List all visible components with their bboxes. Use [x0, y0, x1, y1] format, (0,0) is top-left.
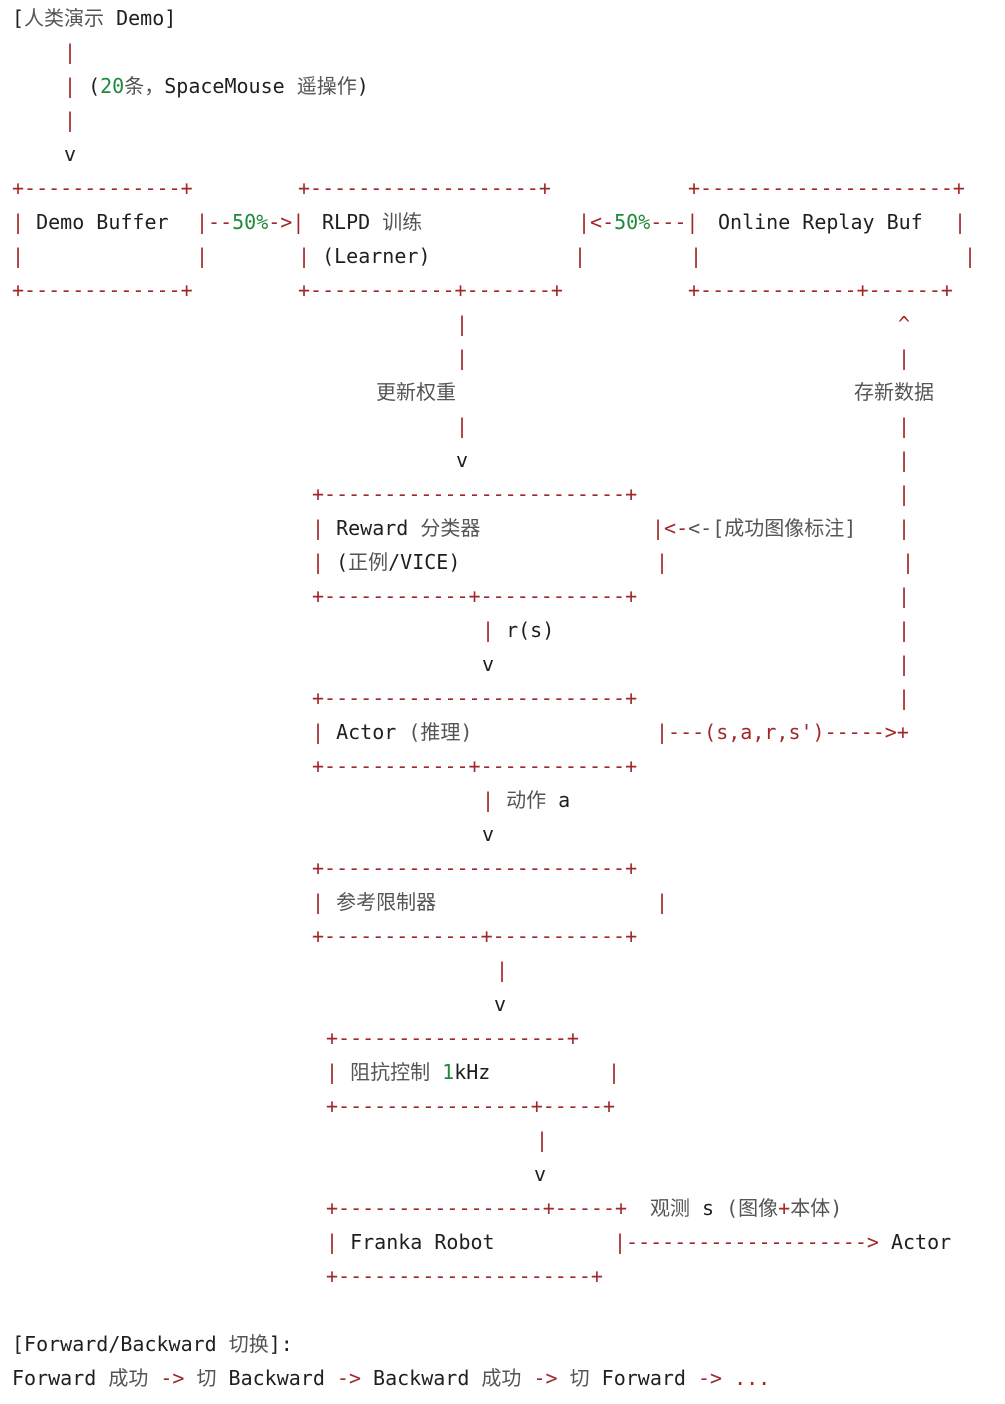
arrow-down: v	[456, 448, 469, 472]
box-edge: |	[608, 1060, 621, 1084]
bar: |	[496, 958, 509, 982]
bar: |	[902, 550, 915, 574]
box-edge: |	[12, 244, 25, 268]
arrow-down: v	[64, 142, 77, 166]
success-annotation: |<-<-[成功图像标注]	[652, 516, 857, 540]
arrow-down: v	[494, 992, 507, 1016]
footer-title: [Forward/Backward 切换]:	[12, 1332, 293, 1356]
impedance-bottom: +----------------+-----+	[326, 1094, 615, 1118]
demo-title: [人类演示 Demo]	[12, 6, 177, 30]
bar: |	[456, 346, 469, 370]
rlpd-bottom: +------------+-------+	[298, 278, 563, 302]
bar: |	[898, 516, 911, 540]
demo-buffer-label: Demo Buffer	[36, 210, 169, 234]
bar: |	[536, 1128, 549, 1152]
bar: |	[898, 448, 911, 472]
franka-label: | Franka Robot	[326, 1230, 495, 1254]
bar: |	[898, 414, 911, 438]
observation-link: |--------------------> Actor	[614, 1230, 952, 1254]
rlpd-top: +-------------------+	[298, 176, 551, 200]
rlpd-sub: | (Learner)	[298, 244, 431, 268]
update-weights-label: 更新权重	[376, 380, 456, 404]
actor-top: +-------------------------+	[312, 686, 638, 710]
reward-bottom: +------------+------------+	[312, 584, 638, 608]
actor-bottom: +------------+------------+	[312, 754, 638, 778]
demo-buffer-top: +-------------+	[12, 176, 193, 200]
franka-bottom: +---------------------+	[326, 1264, 603, 1288]
box-edge: |	[656, 890, 669, 914]
reward-label: | Reward 分类器	[312, 516, 481, 540]
action-label: | 动作 a	[482, 788, 571, 812]
bar: |	[456, 312, 469, 336]
bar: |	[898, 686, 911, 710]
replay-to-rlpd-link: |<-50%---|	[578, 210, 699, 234]
box-edge: |	[690, 244, 703, 268]
store-data-label: 存新数据	[854, 380, 934, 404]
impedance-top: +-------------------+	[326, 1026, 579, 1050]
online-replay-bottom: +-------------+------+	[688, 278, 953, 302]
limiter-label: | 参考限制器	[312, 890, 437, 914]
footer-sequence: Forward 成功 -> 切 Backward -> Backward 成功 …	[12, 1366, 771, 1390]
limiter-bottom: +-------------+-----------+	[312, 924, 638, 948]
box-edge: |	[954, 210, 967, 234]
demo-count: | (20条，SpaceMouse 遥操作)	[64, 74, 369, 98]
box-edge: |	[656, 550, 669, 574]
bar: |	[64, 40, 77, 64]
franka-top: +-----------------+-----+	[326, 1196, 628, 1220]
actor-label: | Actor (推理)	[312, 720, 473, 744]
bar: |	[898, 652, 911, 676]
demo-to-rlpd-link: |--50%->|	[196, 210, 305, 234]
demo-buffer-row: | Demo Buffer	[12, 210, 169, 234]
bar: |	[456, 414, 469, 438]
reward-signal: | r(s)	[482, 618, 555, 642]
arrow-down: v	[534, 1162, 547, 1186]
bar: |	[898, 584, 911, 608]
bar: |	[64, 108, 77, 132]
observation-label: 观测 s (图像+本体)	[650, 1196, 843, 1220]
box-edge: |	[574, 244, 587, 268]
bar: |	[898, 346, 911, 370]
rlpd-label: RLPD 训练	[322, 210, 423, 234]
reward-top: +-------------------------+	[312, 482, 638, 506]
arrow-down: v	[482, 652, 495, 676]
up-arrow: ^	[898, 312, 911, 336]
arrow-down: v	[482, 822, 495, 846]
box-edge: |	[964, 244, 977, 268]
impedance-label: | 阻抗控制 1kHz	[326, 1060, 491, 1084]
transition-link: |---(s,a,r,s')----->+	[656, 720, 909, 744]
demo-buffer-bottom: +-------------+	[12, 278, 193, 302]
box-edge: |	[196, 244, 209, 268]
bar: |	[898, 482, 911, 506]
online-replay-label: Online Replay Buf	[718, 210, 923, 234]
bar: |	[898, 618, 911, 642]
reward-sub: | (正例/VICE)	[312, 550, 461, 574]
limiter-top: +-------------------------+	[312, 856, 638, 880]
online-replay-top: +---------------------+	[688, 176, 965, 200]
